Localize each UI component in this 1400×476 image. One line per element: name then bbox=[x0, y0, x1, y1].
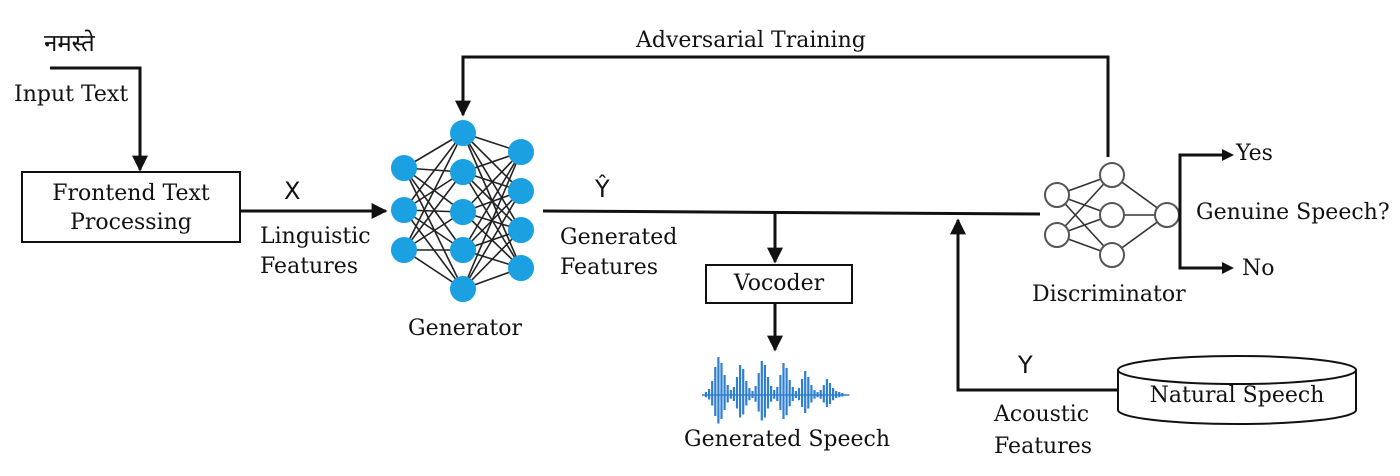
yes-arrow-head bbox=[1222, 149, 1234, 161]
natural-speech-database bbox=[1117, 355, 1357, 425]
generator-node bbox=[508, 139, 534, 165]
generator-edge bbox=[403, 132, 464, 211]
input-arrow bbox=[50, 66, 148, 172]
generator-node bbox=[450, 276, 476, 302]
generator-edge bbox=[403, 167, 464, 251]
acoustic-features-line1: Acoustic bbox=[994, 402, 1090, 427]
yes-label: Yes bbox=[1236, 141, 1273, 166]
frontend-label-line1: Frontend Text bbox=[52, 181, 210, 206]
no-label: No bbox=[1242, 256, 1275, 281]
generated-speech-label: Generated Speech bbox=[684, 427, 891, 452]
acoustic-features-line2: Features bbox=[994, 434, 1093, 459]
no-arrow-head bbox=[1222, 262, 1234, 274]
discriminator-network bbox=[1044, 162, 1180, 268]
frontend-label-line2: Processing bbox=[70, 209, 192, 235]
input-text-label: Input Text bbox=[14, 82, 129, 107]
generated-features-line2: Features bbox=[560, 255, 659, 280]
generator-node bbox=[508, 217, 534, 243]
genuine-speech-question: Genuine Speech? bbox=[1196, 200, 1390, 225]
natural-speech-label: Natural Speech bbox=[1149, 383, 1325, 408]
discriminator-node bbox=[1044, 222, 1070, 248]
discriminator-node bbox=[1099, 202, 1125, 228]
generator-edge bbox=[403, 132, 464, 251]
generator-node bbox=[391, 237, 417, 263]
vocoder-box bbox=[705, 264, 853, 304]
generator-edge bbox=[462, 190, 522, 290]
adversarial-training-arrow bbox=[455, 55, 1110, 157]
input-script-text: नमस्ते bbox=[44, 29, 95, 57]
generator-node bbox=[508, 178, 534, 204]
yes-no-bracket bbox=[1178, 153, 1228, 270]
discriminator-label: Discriminator bbox=[1032, 282, 1186, 307]
generator-node bbox=[450, 237, 476, 263]
discriminator-node bbox=[1099, 162, 1125, 188]
generated-features-line1: Generated bbox=[560, 225, 678, 250]
generator-edge bbox=[462, 151, 522, 213]
generator-label: Generator bbox=[408, 316, 523, 341]
generator-node bbox=[391, 197, 417, 223]
generator-edge bbox=[403, 171, 464, 251]
generator-node bbox=[450, 159, 476, 185]
speech-waveform-icon bbox=[702, 357, 850, 424]
generator-edge bbox=[462, 151, 522, 290]
generator-node bbox=[391, 155, 417, 181]
linguistic-features-line2: Features bbox=[260, 254, 359, 279]
generator-node bbox=[508, 255, 534, 281]
discriminator-edge bbox=[1056, 174, 1113, 236]
frontend-label: Frontend Text Processing bbox=[22, 180, 240, 237]
y-symbol: Y bbox=[1018, 351, 1033, 379]
discriminator-node bbox=[1099, 242, 1125, 268]
generator-edge bbox=[462, 151, 522, 251]
frontend-box bbox=[21, 171, 241, 243]
generator-edge bbox=[462, 229, 522, 290]
discriminator-node bbox=[1044, 182, 1070, 208]
generator-network bbox=[391, 120, 534, 302]
y-hat-symbol: Ŷ bbox=[595, 175, 610, 203]
generator-node bbox=[450, 120, 476, 146]
vocoder-label: Vocoder bbox=[733, 271, 825, 296]
adversarial-training-label: Adversarial Training bbox=[636, 28, 866, 53]
generator-node bbox=[450, 199, 476, 225]
generated-features-line bbox=[542, 209, 1041, 216]
linguistic-features-line1: Linguistic bbox=[260, 224, 371, 249]
generator-edge bbox=[403, 167, 464, 290]
acoustic-features-arrow bbox=[950, 218, 1118, 392]
discriminator-node bbox=[1154, 202, 1180, 228]
x-symbol: X bbox=[284, 177, 301, 205]
